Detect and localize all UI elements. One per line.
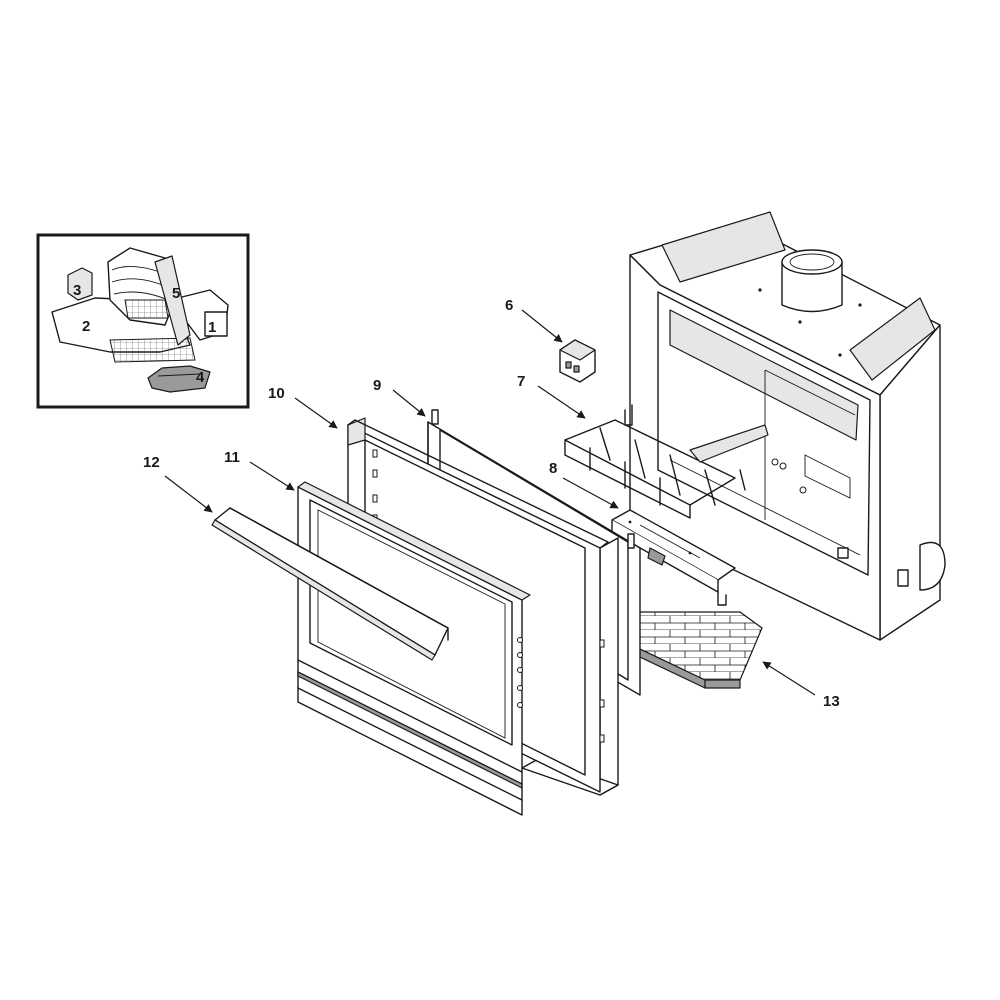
- log-set-inset: 1 2 3 4 5: [36, 233, 250, 409]
- leader-11: [249, 461, 295, 491]
- part-label-4: 4: [196, 369, 205, 386]
- part-label-6: 6: [505, 297, 513, 314]
- leader-13: [762, 661, 816, 696]
- callouts: 6 7 8 9 10 11 12 13: [143, 297, 840, 710]
- door-knobs: [517, 637, 523, 708]
- part-label-13: 13: [823, 693, 840, 710]
- leader-6: [521, 309, 563, 343]
- part-label-11: 11: [224, 449, 240, 466]
- part-label-9: 9: [373, 377, 381, 394]
- leader-10: [294, 397, 338, 429]
- part-label-1: 1: [208, 319, 216, 336]
- top-trim-bar: [211, 507, 449, 661]
- leader-9: [392, 389, 426, 417]
- part-label-7: 7: [517, 373, 525, 390]
- part-label-2: 2: [82, 318, 90, 335]
- part-label-8: 8: [549, 460, 557, 477]
- flue-collar: [781, 249, 843, 313]
- leader-8: [562, 477, 619, 509]
- leader-12: [164, 475, 213, 513]
- part-label-5: 5: [172, 285, 180, 302]
- log-grate: [564, 404, 769, 519]
- part-label-10: 10: [268, 385, 285, 402]
- part-label-3: 3: [73, 282, 81, 299]
- part-label-12: 12: [143, 454, 160, 471]
- firebox: [629, 211, 946, 641]
- log-set-illustration: [51, 247, 229, 393]
- burner-assembly: [611, 509, 736, 606]
- leader-7: [537, 385, 586, 419]
- control-module: [559, 339, 596, 383]
